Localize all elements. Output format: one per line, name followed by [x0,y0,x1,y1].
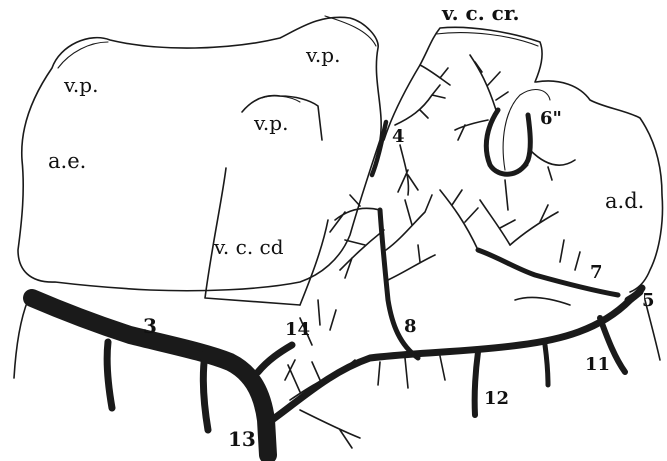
vessel-4 [372,122,386,175]
label-vccd: v. c. cd [213,235,284,259]
label-11: 11 [585,354,610,375]
label-6: 6" [540,108,562,129]
vp-top-fold [325,16,376,46]
vcd-right-edge [300,220,328,305]
vccr-rim [436,33,538,46]
lower-left-boundary [14,300,28,378]
vessel-14-branch [258,345,292,372]
label-vp-left: v.p. [63,73,98,97]
label-13: 13 [228,427,256,451]
label-4: 4 [392,126,405,147]
label-12: 12 [484,388,509,409]
label-ae: a.e. [48,149,86,173]
label-vp-small: v.p. [253,111,288,135]
twig-network [285,55,580,448]
vp-left-fold [58,42,108,68]
label-7: 7 [590,262,603,283]
label-vccr: v. c. cr. [441,1,519,25]
vccr-outline [384,27,542,140]
label-vp-top: v.p. [305,43,340,67]
vessel-12-branch [475,352,478,415]
label-5: 5 [642,290,655,311]
label-3: 3 [143,314,157,338]
label-14: 14 [285,319,310,340]
label-8: 8 [404,316,417,337]
label-ad: a.d. [605,189,644,213]
vessel-6-loop [486,110,530,174]
